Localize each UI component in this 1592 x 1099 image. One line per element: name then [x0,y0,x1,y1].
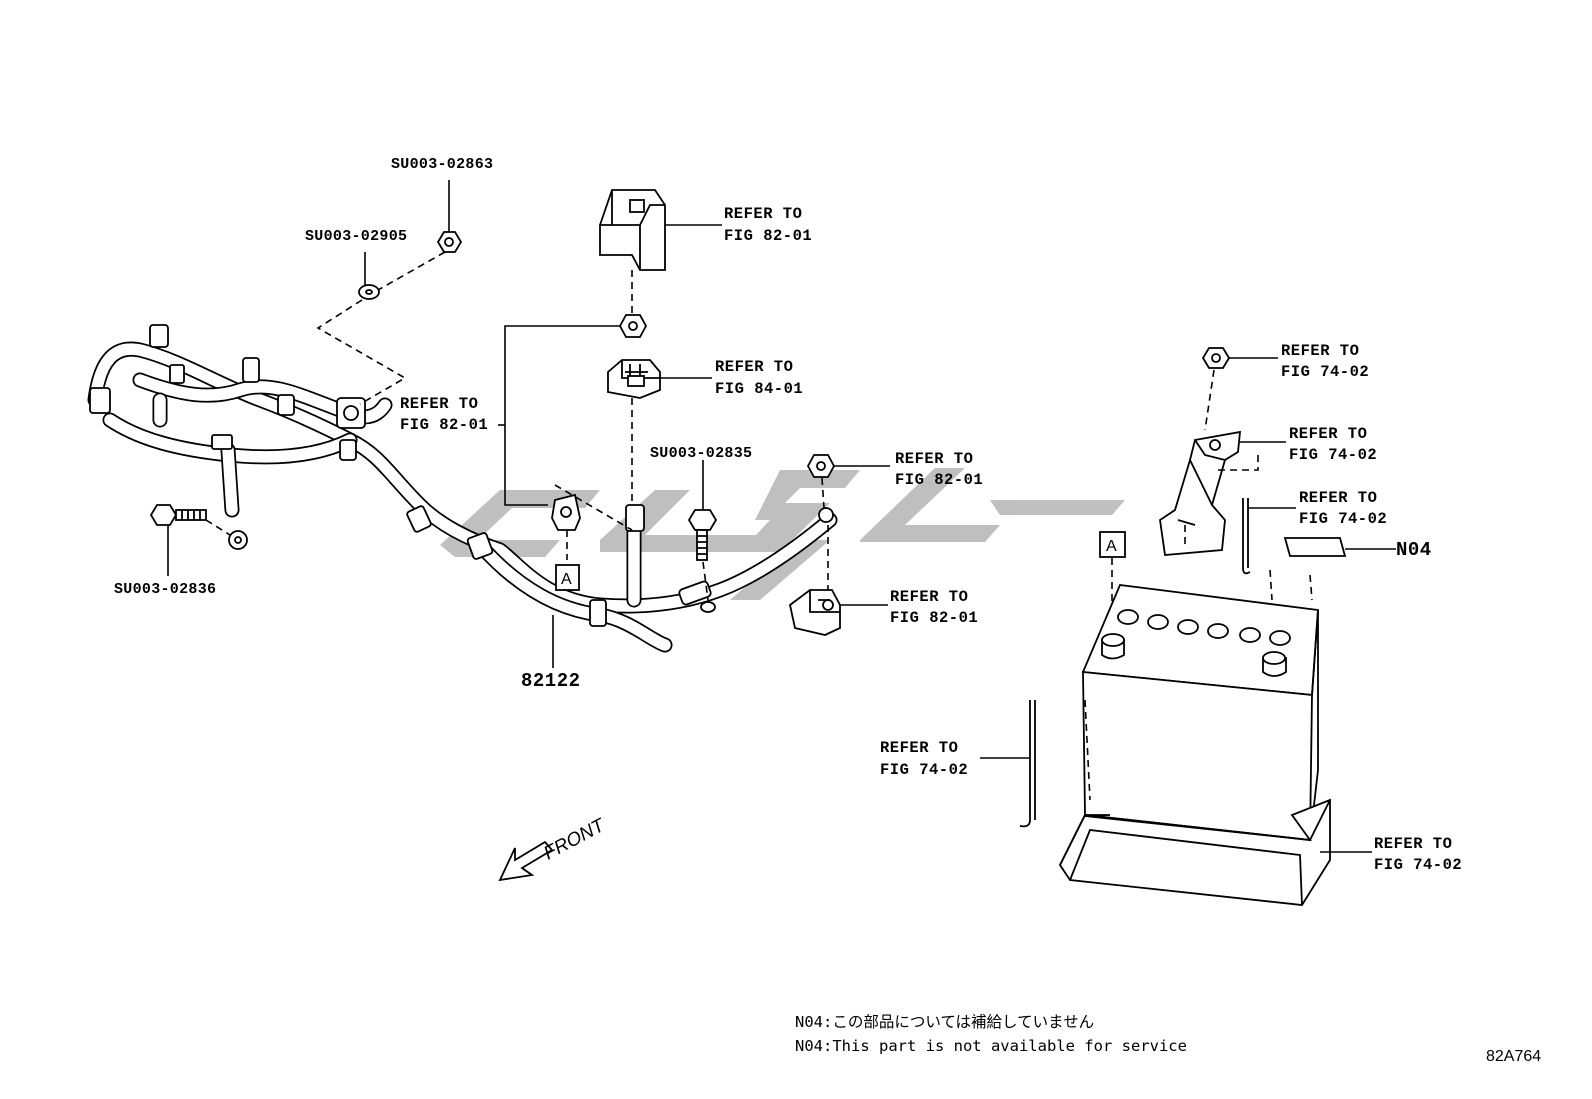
svg-text:REFER TO: REFER TO [895,450,973,468]
label-su003-02836: SU003-02836 [114,581,216,598]
label-su003-02905: SU003-02905 [305,228,407,245]
svg-text:REFER TO: REFER TO [724,205,802,223]
hook-bolt-left[interactable] [1019,700,1036,828]
hook-bolt-right[interactable] [1242,498,1251,575]
fusible-link-block[interactable] [607,359,661,399]
nut-fuse-block[interactable] [618,314,648,338]
label-su003-02863: SU003-02863 [391,156,493,173]
callout-a-right: A [1106,538,1117,555]
front-label: FRONT [540,814,609,864]
battery[interactable] [1081,584,1319,842]
callout-a-left: A [561,571,572,588]
svg-text:FIG 82-01: FIG 82-01 [400,416,488,434]
svg-text:FIG 82-01: FIG 82-01 [724,227,812,245]
front-direction-arrow: FRONT [498,814,609,882]
ref-battery-tray[interactable]: REFER TO FIG 74-02 [1374,835,1462,874]
ref-hook-bolt-right[interactable]: REFER TO FIG 74-02 [1299,489,1387,528]
battery-terminal-clamp[interactable] [788,589,841,636]
figure-id: 82A764 [1486,1048,1541,1065]
svg-text:REFER TO: REFER TO [890,588,968,606]
svg-text:REFER TO: REFER TO [880,739,958,757]
bolt-su003-02835[interactable] [687,509,718,561]
terminal-clip-a[interactable] [551,493,581,531]
svg-text:REFER TO: REFER TO [1374,835,1452,853]
nut-su003-02863[interactable] [436,231,463,253]
svg-text:FIG 74-02: FIG 74-02 [1374,856,1462,874]
battery-hold-down-clamp[interactable] [1159,430,1242,556]
svg-text:FIG 84-01: FIG 84-01 [715,380,803,398]
note-japanese: N04:この部品については補給していません [795,1013,1094,1031]
svg-text:FIG 74-02: FIG 74-02 [1299,510,1387,528]
svg-text:FIG 74-02: FIG 74-02 [1281,363,1369,381]
svg-text:REFER TO: REFER TO [400,395,478,413]
nut-terminal[interactable] [806,454,836,478]
washer-su003-02905[interactable] [358,284,380,300]
label-n04: N04 [1396,539,1432,561]
nut-battery-hold[interactable] [1201,347,1231,369]
ref-fuse-cover[interactable]: REFER TO FIG 82-01 [724,205,812,245]
ref-terminal-clamp[interactable]: REFER TO FIG 82-01 [890,588,978,627]
svg-text:REFER TO: REFER TO [1289,425,1367,443]
ref-fusible-link[interactable]: REFER TO FIG 84-01 [715,358,803,398]
ref-terminal-nut[interactable]: REFER TO FIG 82-01 [895,450,983,489]
ref-battery-nut[interactable]: REFER TO FIG 74-02 [1281,342,1369,381]
svg-text:FIG 74-02: FIG 74-02 [880,761,968,779]
label-sticker-n04[interactable] [1283,537,1347,557]
label-su003-02835: SU003-02835 [650,445,752,462]
svg-text:FIG 82-01: FIG 82-01 [895,471,983,489]
label-part-82122: 82122 [521,670,581,692]
ref-hold-down-clamp[interactable]: REFER TO FIG 74-02 [1289,425,1377,464]
svg-text:FIG 82-01: FIG 82-01 [890,609,978,627]
fuse-cover[interactable] [599,189,666,271]
svg-text:REFER TO: REFER TO [715,358,793,376]
battery-tray[interactable] [1058,798,1331,906]
svg-text:FIG 74-02: FIG 74-02 [1289,446,1377,464]
ref-hook-bolt-left[interactable]: REFER TO FIG 74-02 [880,739,968,779]
svg-text:REFER TO: REFER TO [1281,342,1359,360]
ref-harness-left[interactable]: REFER TO FIG 82-01 [400,395,488,434]
bolt-su003-02836[interactable] [149,504,207,526]
svg-text:REFER TO: REFER TO [1299,489,1377,507]
note-english: N04:This part is not available for servi… [795,1037,1187,1055]
battery-cable-harness[interactable] [87,324,838,653]
